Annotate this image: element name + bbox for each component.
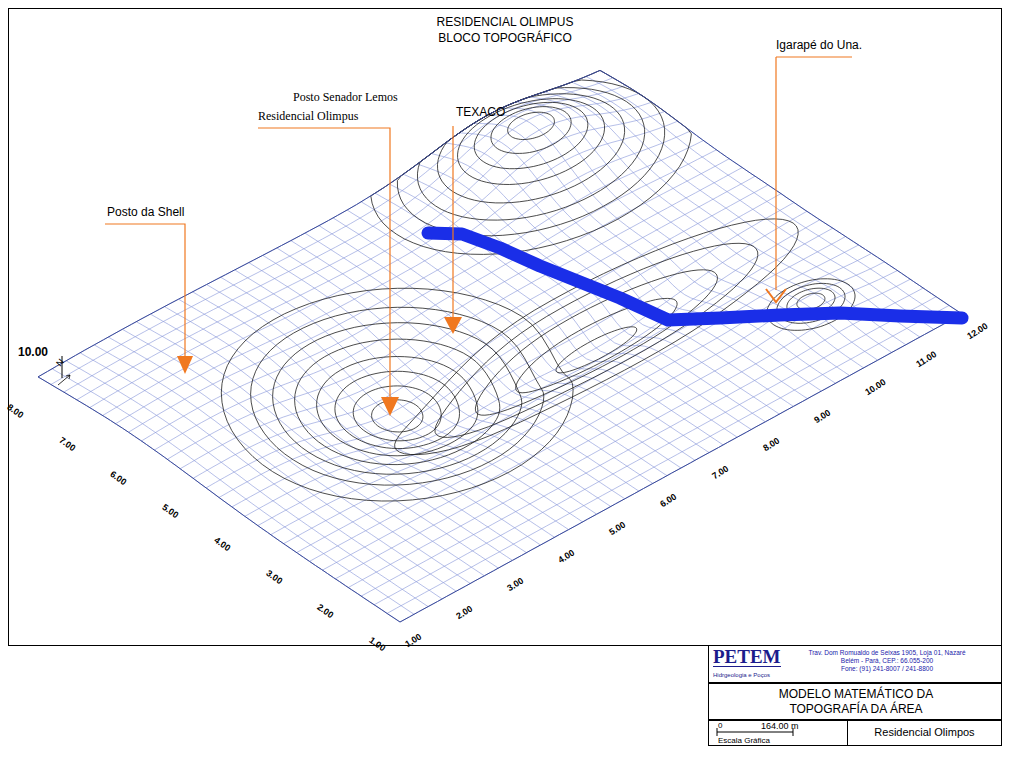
- axis-tick-label: 4.00: [212, 535, 232, 554]
- title-block-text: Belém - Pará, CEP.: 66.055-200: [773, 657, 1001, 664]
- arrow-head: [444, 317, 462, 334]
- leader-line: [105, 224, 185, 358]
- map-frame: [9, 9, 1002, 646]
- leader-line: [776, 57, 852, 290]
- surface-outline: [38, 70, 962, 622]
- place-label: Residencial Olimpus: [258, 110, 358, 124]
- axis-tick-label: 8.00: [761, 435, 781, 453]
- title-block-text: Hidrgeologia e Poços: [713, 672, 770, 679]
- title-block-cell: PETEM Hidrgeologia e Poços Trav. Dom Romua…: [708, 645, 1002, 683]
- north-arrow: [58, 375, 70, 385]
- axis-tick-label: 5.00: [160, 502, 180, 521]
- title-block-text: 164.00 m: [761, 721, 799, 731]
- title-block-text: Trav. Dom Romualdo de Seixas 1905, Loja …: [773, 649, 1001, 656]
- axis-tick-label: 2.00: [454, 603, 474, 621]
- axis-tick-label: 3.00: [264, 568, 284, 587]
- title-block-text: MODELO MATEMÁTICO DA TOPOGRAFÍA DA ÁREA: [756, 687, 956, 717]
- axis-label: 10.00: [18, 346, 48, 360]
- axis-tick-label: 6.00: [659, 491, 679, 509]
- arrow-head: [766, 289, 786, 302]
- axis-tick-label: 9.00: [812, 407, 832, 425]
- arrow-head: [177, 356, 193, 374]
- contour-line: [221, 70, 855, 501]
- axis-tick-label: 10.00: [863, 377, 888, 398]
- axis-tick-label: 7.00: [57, 435, 77, 454]
- axis-tick-label: 2.00: [315, 602, 335, 621]
- axis-tick-label: 4.00: [557, 547, 577, 565]
- axis-tick-label: 8.00: [5, 402, 25, 421]
- axis-tick-label: 5.00: [608, 519, 628, 537]
- place-label: Igarapé do Una.: [776, 39, 862, 53]
- axis-tick-label: 1.00: [403, 631, 423, 649]
- title-block-text: PETEM: [713, 647, 781, 667]
- place-label: Posto Senador Lemos: [293, 91, 398, 105]
- mesh-grid: [38, 70, 962, 622]
- place-label: TEXACO: [456, 106, 505, 120]
- title-block-text: 0: [718, 721, 722, 730]
- title-block-cell: 0 164.00 m Escala Gráfica: [708, 720, 848, 746]
- axis-label: N: [54, 357, 66, 369]
- leader-line: [452, 126, 453, 318]
- axis-tick-label: 1.00: [367, 635, 387, 654]
- stream-line: [428, 233, 962, 320]
- axis-tick-label: 12.00: [965, 321, 990, 342]
- title-block-text: Escala Gráfica: [718, 736, 770, 745]
- axis-tick-label: 3.00: [505, 575, 525, 593]
- title-block-text: Fone: (91) 241-8007 / 241-8800: [773, 665, 1001, 672]
- axis-tick-label: 7.00: [710, 463, 730, 481]
- axis-tick-label: 6.00: [108, 468, 128, 487]
- place-label: Posto da Shell: [107, 206, 184, 220]
- title-block-cell: Residencial Olimpos: [847, 720, 1002, 746]
- arrow-head: [381, 397, 399, 416]
- leader-line: [258, 128, 390, 398]
- axis-tick-label: 11.00: [914, 349, 938, 369]
- title-block-cell: MODELO MATEMÁTICO DA TOPOGRAFÍA DA ÁREA: [708, 683, 1002, 720]
- title-block-text: Residencial Olimpos: [848, 726, 1001, 739]
- map-title: RESIDENCIAL OLIMPUS BLOCO TOPOGRÁFICO: [420, 14, 590, 46]
